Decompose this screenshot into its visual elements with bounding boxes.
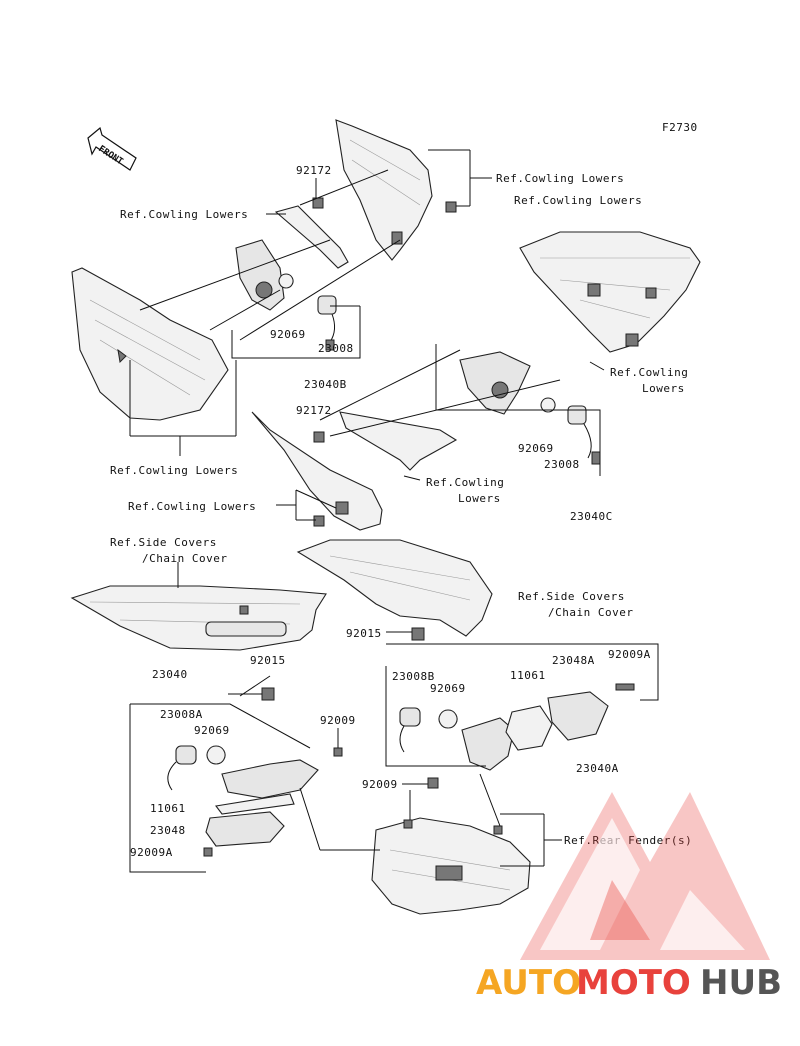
reference-label: Ref.Cowling Lowers <box>496 172 624 185</box>
reference-label: Ref.Side Covers <box>110 536 217 549</box>
part-number-label: 23040C <box>570 510 613 523</box>
middle-stay-bracket <box>313 411 458 471</box>
part-number-label: 92015 <box>346 627 382 640</box>
part-number-label: 11061 <box>150 802 186 815</box>
left-cowling-inner-panel <box>71 267 229 421</box>
reference-label: Lowers <box>642 382 685 395</box>
leader-lines <box>129 149 659 873</box>
part-number-label: 23040 <box>152 668 188 681</box>
reference-label: Ref.Cowling <box>426 476 504 489</box>
part-number-label: 23040B <box>304 378 347 391</box>
part-number-label: 92009 <box>320 714 356 727</box>
part-number-label: 23048 <box>150 824 186 837</box>
automotohub-logo-text: AUTO MOTO HUB <box>476 963 782 1003</box>
right-tail-cover <box>296 539 493 641</box>
reference-label: Ref.Cowling <box>610 366 688 379</box>
right-lamp-bracket <box>459 351 601 465</box>
right-cowling-panel <box>519 231 701 353</box>
part-number-label: 23048A <box>552 654 595 667</box>
part-number-label: 23040A <box>576 762 619 775</box>
part-number-label: 11061 <box>510 669 546 682</box>
part-number-label: 92069 <box>430 682 466 695</box>
part-number-label: 92069 <box>194 724 230 737</box>
part-number-label: 23008 <box>544 458 580 471</box>
rear-fender <box>371 817 531 915</box>
part-number-label: 92009A <box>130 846 173 859</box>
reference-label: Lowers <box>458 492 501 505</box>
part-number-label: 92009 <box>362 778 398 791</box>
lower-cowling-piece <box>251 411 383 531</box>
part-number-label: 92172 <box>296 404 332 417</box>
part-number-label: 92009A <box>608 648 651 661</box>
upper-stay-bracket <box>274 197 349 269</box>
reference-label: /Chain Cover <box>142 552 227 565</box>
watermark-hub: HUB <box>700 963 782 1003</box>
reference-label: /Chain Cover <box>548 606 633 619</box>
upper-cowling-piece <box>335 119 457 261</box>
watermark-auto: AUTO <box>476 963 581 1003</box>
left-lamp-bracket <box>235 239 337 351</box>
right-rear-lamp-assembly <box>399 683 635 789</box>
part-number-label: 23008A <box>160 708 203 721</box>
part-number-label: 92172 <box>296 164 332 177</box>
part-number-label: 92069 <box>518 442 554 455</box>
left-rear-lamp-assembly <box>167 687 343 857</box>
reference-label: Ref.Cowling Lowers <box>110 464 238 477</box>
part-number-label: 23008B <box>392 670 435 683</box>
front-arrow-icon: FRONT <box>87 126 137 171</box>
part-number-label: 23008 <box>318 342 354 355</box>
figure-code: F2730 <box>662 121 698 134</box>
watermark-moto: MOTO <box>576 963 691 1003</box>
left-side-cover <box>70 585 327 651</box>
reference-label: Ref.Cowling Lowers <box>120 208 248 221</box>
automotohub-logo-mark <box>520 792 770 960</box>
reference-label: Ref.Side Covers <box>518 590 625 603</box>
reference-label: Ref.Cowling Lowers <box>514 194 642 207</box>
reference-label: Ref.Rear Fender(s) <box>564 834 692 847</box>
part-number-label: 92069 <box>270 328 306 341</box>
reference-label: Ref.Cowling Lowers <box>128 500 256 513</box>
part-number-label: 92015 <box>250 654 286 667</box>
